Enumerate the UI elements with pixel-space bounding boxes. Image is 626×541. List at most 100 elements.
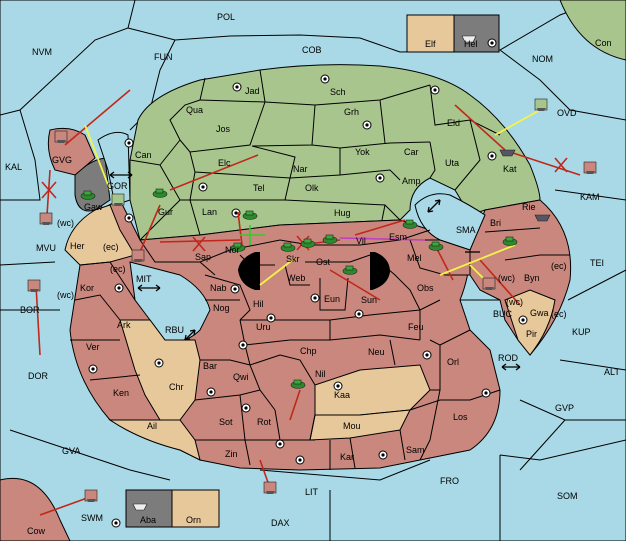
province-ail[interactable] [108,419,201,461]
army-unit[interactable] [502,236,518,246]
label-coast-wc-1: (wc) [57,218,74,228]
army-unit[interactable] [300,238,316,248]
label-prov-eld: Eld [447,118,460,128]
strait-markers [109,171,521,371]
label-sea-gvp: GVP [555,403,574,413]
army-unit[interactable] [280,242,296,252]
label-prov-gaw: Gaw [84,202,103,212]
label-prov-nog: Nog [213,303,230,313]
label-prov-rot: Rot [257,417,272,427]
label-prov-ark: Ark [117,320,131,330]
label-prov-lan: Lan [202,207,217,217]
fleet-unit[interactable] [534,214,551,222]
label-prov-ost: Ost [316,257,331,267]
fleet-unit[interactable] [84,489,98,502]
label-prov-esm: Esm [389,232,407,242]
label-sea-gva: GVA [62,446,80,456]
fleet-unit[interactable] [132,503,148,511]
label-prov-sot: Sot [219,417,233,427]
label-sea-swm: SWM [81,513,103,523]
label-prov-vil: Vil [356,236,366,246]
fleet-unit[interactable] [461,35,477,43]
army-unit[interactable] [80,190,96,200]
label-prov-zin: Zin [225,449,238,459]
label-prov-bar: Bar [203,361,217,371]
label-prov-neu: Neu [368,347,385,357]
label-strait-gor: GOR [107,181,128,191]
units [27,35,597,511]
label-prov-elc: Elc [218,158,231,168]
fleet-unit[interactable] [482,277,496,290]
label-prov-kaa: Kaa [334,390,350,400]
label-strait-buc: BUC [493,309,513,319]
label-prov-sun: Sun [361,295,377,305]
fleet-unit[interactable] [534,98,548,111]
province-gwa[interactable] [504,289,556,356]
label-prov-jad: Jad [245,86,260,96]
army-unit[interactable] [242,210,258,220]
army-unit[interactable] [342,265,358,275]
legend-orn-swatch [171,489,220,528]
army-unit[interactable] [402,219,418,229]
label-prov-kat: Kat [503,164,517,174]
label-prov-grh: Grh [344,107,359,117]
label-prov-hug: Hug [334,208,351,218]
fleet-unit[interactable] [54,130,68,143]
fleet-unit[interactable] [263,481,277,494]
legend-elf-swatch [406,14,455,53]
label-sea-cob: COB [302,45,322,55]
legend-aba-swatch [125,489,173,528]
province-mel[interactable] [409,239,471,276]
label-sea-som: SOM [557,491,578,501]
label-prov-ken: Ken [113,388,129,398]
label-coast-ec-3: (ec) [551,261,567,271]
label-prov-amp: Amp [402,176,421,186]
fleet-unit[interactable] [27,279,41,292]
label-prov-nab: Nab [210,283,227,293]
green-borders [129,69,501,241]
barrier-west [238,252,260,290]
army-unit[interactable] [230,242,246,252]
label-coast-ec-2: (ec) [110,264,126,274]
army-unit[interactable] [290,379,306,389]
label-sea-bor: BOR [20,305,40,315]
label-prov-gur: Gur [158,207,173,217]
order-arrows [35,89,581,516]
label-prov-chp: Chp [300,346,317,356]
label-legend-orn: Orn [186,515,201,525]
label-prov-tel: Tel [253,183,265,193]
army-unit[interactable] [322,234,338,244]
label-prov-kar: Kar [340,452,354,462]
label-sea-fun: FUN [154,52,173,62]
label-sea-dax: DAX [271,518,290,528]
province-her[interactable] [64,204,136,266]
label-strait-rod: ROD [498,353,519,363]
label-prov-ver: Ver [86,342,100,352]
label-strait-rbu: RBU [165,325,184,335]
label-legend-aba: Aba [140,515,156,525]
label-sea-mvu: MVU [36,243,56,253]
army-unit[interactable] [152,188,168,198]
province-cow[interactable] [0,477,71,541]
fleet-unit[interactable] [39,212,53,225]
fleet-unit[interactable] [583,161,597,174]
label-sea-cow: Cow [27,526,46,536]
label-prov-can: Can [135,150,152,160]
fleet-unit[interactable] [499,149,516,157]
label-prov-rie: Rie [522,202,536,212]
fleet-unit[interactable] [111,193,125,206]
supply-centers [88,38,528,528]
label-prov-bri: Bri [490,218,501,228]
label-sea-kam: KAM [580,192,600,202]
army-unit[interactable] [428,241,444,251]
label-sea-ovd: OVD [557,108,577,118]
label-sea-kal: KAL [5,162,22,172]
label-prov-sam: Sam [406,445,425,455]
label-prov-eun: Eun [324,294,340,304]
label-prov-los: Los [453,412,468,422]
fleet-unit[interactable] [131,249,145,262]
label-prov-byn: Byn [524,273,540,283]
label-prov-qua: Qua [186,105,203,115]
